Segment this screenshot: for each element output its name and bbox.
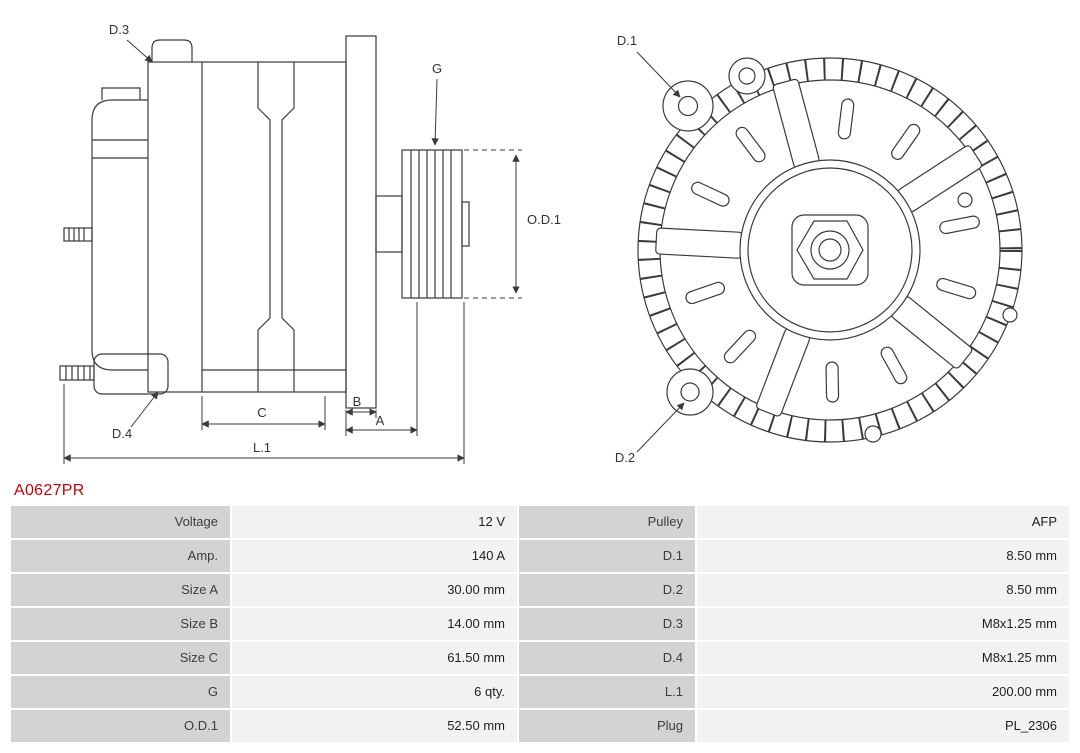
dim-label-a: A [376, 413, 385, 428]
top-mounting-ear [151, 39, 193, 62]
technical-diagram: O.D.1 G D.3 D.4 B A C [59, 22, 1023, 465]
mounting-ear-bottom-left [666, 368, 714, 416]
spec-label-left: G [11, 676, 230, 708]
spec-row-0: Voltage 12 V Pulley AFP [11, 506, 1069, 538]
spec-value-left: 30.00 mm [232, 574, 517, 606]
shaft [375, 195, 403, 253]
fan-spokes [655, 78, 983, 417]
spec-value-left: 6 qty. [232, 676, 517, 708]
spec-value-left: 14.00 mm [232, 608, 517, 640]
spec-label-right: D.3 [519, 608, 695, 640]
dim-label-d3: D.3 [109, 22, 129, 37]
spec-row-6: O.D.1 52.50 mm Plug PL_2306 [11, 710, 1069, 742]
mounting-stud [59, 365, 95, 381]
spec-label-right: Pulley [519, 506, 695, 538]
spec-value-right: AFP [697, 506, 1069, 538]
rear-housing-step [101, 87, 141, 100]
mounting-ear-top [728, 57, 766, 95]
spec-label-right: L.1 [519, 676, 695, 708]
terminal-stud [63, 227, 93, 242]
spec-value-right: PL_2306 [697, 710, 1069, 742]
spec-row-5: G 6 qty. L.1 200.00 mm [11, 676, 1069, 708]
dim-label-d1: D.1 [617, 33, 637, 48]
serrated-rim [638, 58, 1022, 442]
spec-value-left: 61.50 mm [232, 642, 517, 674]
spec-value-right: 200.00 mm [697, 676, 1069, 708]
spec-value-right: M8x1.25 mm [697, 642, 1069, 674]
shaft-nut [796, 220, 864, 280]
dim-label-c: C [257, 405, 266, 420]
mounting-lug [93, 353, 169, 395]
spec-label-left: O.D.1 [11, 710, 230, 742]
spec-label-right: D.4 [519, 642, 695, 674]
spec-row-2: Size A 30.00 mm D.2 8.50 mm [11, 574, 1069, 606]
spec-value-right: 8.50 mm [697, 574, 1069, 606]
spec-value-left: 140 A [232, 540, 517, 572]
alternator-body [147, 61, 347, 393]
rear-view-drawing [637, 57, 1023, 443]
spec-label-left: Voltage [11, 506, 230, 538]
side-view-drawing [59, 35, 470, 409]
dimension-annotations: O.D.1 G D.3 D.4 B A C [63, 22, 561, 464]
spec-table: Voltage 12 V Pulley AFP Amp. 140 A D.1 8… [11, 506, 1069, 742]
spec-row-1: Amp. 140 A D.1 8.50 mm [11, 540, 1069, 572]
dim-label-d2: D.2 [615, 450, 635, 465]
rear-view-annotations: D.1 D.2 [615, 33, 685, 465]
pulley-end-cap [461, 201, 470, 247]
mounting-ear-top-left [662, 80, 714, 132]
spec-value-left: 12 V [232, 506, 517, 538]
hub-boss [791, 214, 869, 286]
mounting-hole-d2 [680, 382, 700, 402]
spec-label-right: D.2 [519, 574, 695, 606]
spec-row-3: Size B 14.00 mm D.3 M8x1.25 mm [11, 608, 1069, 640]
spec-row-4: Size C 61.50 mm D.4 M8x1.25 mm [11, 642, 1069, 674]
mounting-hole-d1 [677, 95, 699, 117]
body-contour-left [257, 62, 271, 392]
dim-label-g: G [432, 61, 442, 76]
dim-label-d4: D.4 [112, 426, 132, 441]
dim-label-od1: O.D.1 [527, 212, 561, 227]
spec-label-left: Size C [11, 642, 230, 674]
pulley-grooves [410, 150, 452, 298]
vent-slots [685, 98, 980, 403]
spec-label-left: Size A [11, 574, 230, 606]
spec-value-right: 8.50 mm [697, 540, 1069, 572]
dim-label-l1: L.1 [253, 440, 271, 455]
spec-value-right: M8x1.25 mm [697, 608, 1069, 640]
spec-label-right: D.1 [519, 540, 695, 572]
spec-label-left: Size B [11, 608, 230, 640]
spec-label-left: Amp. [11, 540, 230, 572]
front-bracket [345, 35, 377, 409]
spec-value-left: 52.50 mm [232, 710, 517, 742]
part-number: A0627PR [14, 482, 85, 499]
spec-label-right: Plug [519, 710, 695, 742]
dim-label-b: B [353, 394, 362, 409]
body-contour-right [281, 62, 295, 392]
shaft-end [818, 238, 842, 262]
